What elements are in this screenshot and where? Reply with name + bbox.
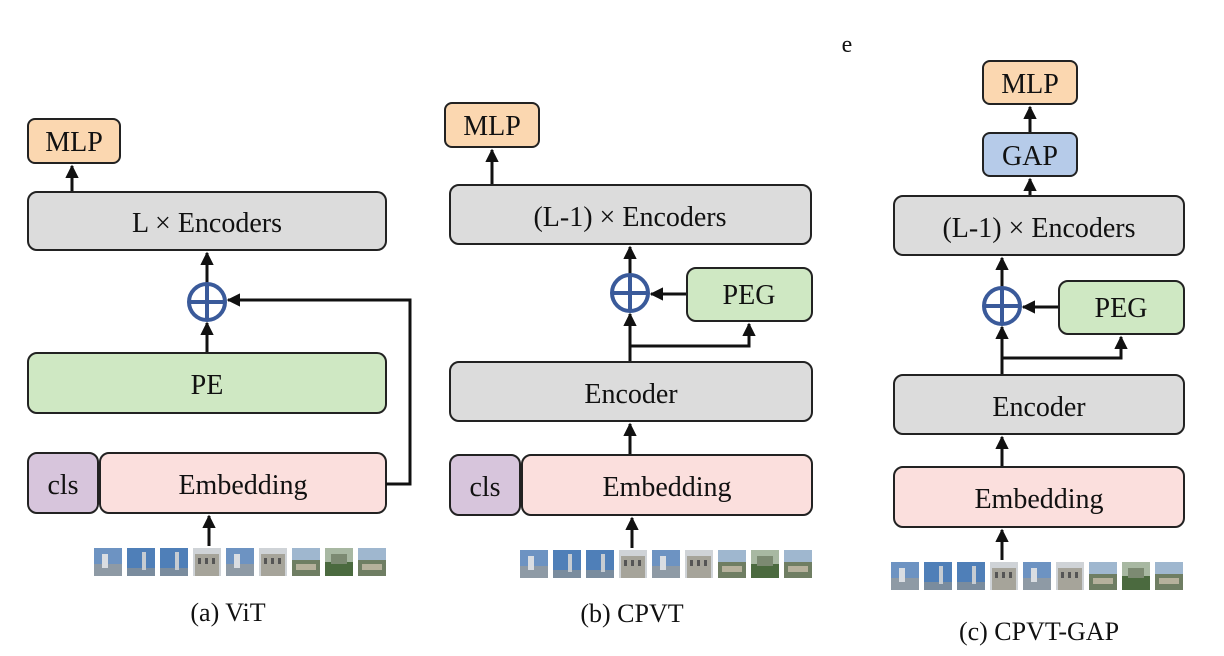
gap-branch-to-peg <box>1002 335 1128 360</box>
cpvt-branch-to-peg <box>630 322 756 348</box>
panel-cpvt: MLP (L-1) × Encoders PEG Encoder cls <box>444 102 813 628</box>
vit-cls-box: cls <box>27 452 99 514</box>
gap-embedding-box: Embedding <box>893 466 1185 528</box>
gap-encoder-label: Encoder <box>992 392 1086 423</box>
vit-skip-arrow <box>226 293 412 486</box>
vit-mlp-box: MLP <box>27 118 121 164</box>
cpvt-encoder-box: Encoder <box>449 361 813 422</box>
vit-embedding-label: Embedding <box>178 470 307 501</box>
cpvt-cls-box: cls <box>449 454 521 516</box>
panel-cpvt-gap: MLP GAP (L-1) × Encoders PEG Encoder <box>891 60 1185 646</box>
gap-peg-box: PEG <box>1058 280 1185 335</box>
vit-pe-label: PE <box>191 370 224 401</box>
gap-peg-label: PEG <box>1095 293 1148 324</box>
gap-encoders-label: (L-1) × Encoders <box>942 213 1135 244</box>
cpvt-encoders-label: (L-1) × Encoders <box>533 202 726 233</box>
cpvt-mlp-box: MLP <box>444 102 540 148</box>
gap-image-patches <box>891 562 1183 590</box>
cpvt-encoder-label: Encoder <box>584 379 678 410</box>
cpvt-plus-icon <box>610 273 650 313</box>
vit-mlp-label: MLP <box>45 127 103 158</box>
cpvt-embedding-box: Embedding <box>521 454 813 516</box>
vit-encoders-label: L × Encoders <box>132 208 282 239</box>
vit-caption: (a) ViT <box>190 598 265 627</box>
stray-label: e <box>842 32 853 58</box>
gap-encoder-box: Encoder <box>893 374 1185 435</box>
cpvt-peg-box: PEG <box>686 267 813 322</box>
gap-gap-box: GAP <box>982 132 1078 177</box>
cpvt-image-patches <box>520 550 812 578</box>
gap-encoders-box: (L-1) × Encoders <box>893 195 1185 256</box>
cpvt-mlp-label: MLP <box>463 111 521 142</box>
vit-cls-label: cls <box>47 470 78 501</box>
cpvt-cls-label: cls <box>469 472 500 503</box>
vit-encoders-box: L × Encoders <box>27 191 387 251</box>
cpvt-caption: (b) CPVT <box>580 599 683 628</box>
cpvt-encoders-box: (L-1) × Encoders <box>449 184 812 245</box>
gap-plus-icon <box>982 286 1022 326</box>
vit-image-patches <box>94 548 386 576</box>
gap-mlp-label: MLP <box>1001 69 1059 100</box>
vit-plus-icon <box>187 282 227 322</box>
gap-mlp-box: MLP <box>982 60 1078 105</box>
gap-embedding-label: Embedding <box>974 484 1103 515</box>
gap-gap-label: GAP <box>1002 141 1058 172</box>
panel-vit: MLP L × Encoders PE cls Embedding <box>27 118 412 627</box>
cpvt-peg-label: PEG <box>723 280 776 311</box>
vit-pe-box: PE <box>27 352 387 414</box>
cpvt-embedding-label: Embedding <box>602 472 731 503</box>
vit-embedding-box: Embedding <box>99 452 387 514</box>
gap-caption: (c) CPVT-GAP <box>959 617 1119 646</box>
